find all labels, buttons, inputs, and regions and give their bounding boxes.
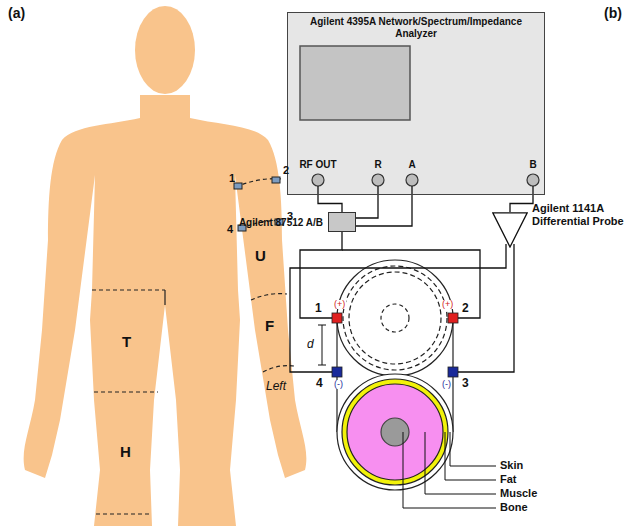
dimension-line	[318, 365, 326, 366]
current-electrode	[448, 313, 458, 323]
body-silhouette	[135, 6, 195, 94]
leader-line	[403, 432, 496, 508]
electrode-number: 4	[227, 224, 233, 235]
electrode-wire	[290, 244, 506, 372]
side-note: Left	[266, 380, 286, 392]
polarity-mark: (+)	[333, 300, 346, 309]
segment-name: H	[120, 444, 131, 459]
cable	[317, 186, 318, 195]
cable	[532, 186, 533, 195]
skin-electrode	[272, 177, 280, 183]
port-connector	[312, 174, 539, 186]
electrode-number: 3	[287, 211, 293, 222]
dimension-line	[318, 325, 326, 326]
skin-electrode	[234, 183, 242, 189]
arm-cross-section-upper	[343, 266, 447, 370]
segment-boundary	[251, 294, 287, 300]
port-name: RF OUT	[299, 160, 336, 170]
segment-boundary	[94, 391, 158, 392]
port-name: A	[408, 160, 415, 170]
arm-cross-section-lower	[342, 379, 448, 485]
electrode-number: 3	[462, 377, 469, 389]
panel-letter: (b)	[604, 6, 622, 20]
dimension-line	[318, 325, 326, 365]
leader-line	[425, 432, 496, 494]
differential-probe: Agilent 1141A Differential Probe	[492, 212, 528, 248]
polarity-mark: (+)	[441, 300, 454, 309]
analyzer-body	[287, 12, 545, 195]
port-name: R	[374, 160, 381, 170]
leader-line	[450, 432, 496, 466]
port-connector	[372, 174, 384, 186]
electrode-number: 1	[315, 302, 322, 314]
analyzer-body	[300, 46, 410, 120]
tissue-label: Muscle	[500, 488, 537, 499]
port-connector	[312, 174, 324, 186]
polarity-mark: (-)	[333, 380, 344, 389]
body-silhouette	[24, 6, 307, 526]
electrode-number: 4	[316, 377, 323, 389]
voltage-electrode	[332, 367, 342, 377]
amplifier-triangle	[493, 213, 527, 247]
signal-cable	[510, 195, 533, 212]
analyzer-body	[287, 12, 545, 195]
current-electrode	[332, 313, 458, 323]
arm-cross-section-lower	[337, 374, 453, 490]
leader-line	[445, 432, 496, 480]
amplifier-triangle	[492, 212, 528, 248]
tissue-label: Skin	[500, 460, 523, 471]
cable	[356, 186, 378, 218]
port-connector	[527, 174, 539, 186]
cable	[356, 186, 412, 226]
device-label: Agilent 87512 A/B	[239, 217, 323, 229]
current-electrode	[332, 313, 342, 323]
body-silhouette	[24, 95, 307, 526]
power-splitter: Agilent 87512 A/B	[328, 212, 356, 232]
port-connector	[406, 174, 418, 186]
device-label: Agilent 1141A Differential Probe	[532, 202, 626, 228]
leader-line	[403, 432, 496, 508]
arm-cross-section-upper	[337, 260, 453, 376]
arm-cross-section-lower	[381, 418, 409, 446]
segment-name: T	[122, 334, 131, 349]
dimension-line	[322, 325, 323, 365]
segment-name: U	[255, 248, 266, 263]
tissue-label: Fat	[500, 474, 517, 485]
port-name: B	[529, 160, 536, 170]
polarity-mark: (-)	[441, 380, 452, 389]
device-label: Agilent 4395A Network/Spectrum/Impedance…	[288, 13, 544, 40]
electrode-number: 1	[229, 173, 235, 184]
electrode-wire	[290, 232, 514, 372]
arm-cross-section-lower	[347, 384, 443, 480]
voltage-electrode	[448, 367, 458, 377]
arm-cross-section-upper	[381, 304, 409, 332]
segment-boundary	[96, 513, 152, 514]
dimension-label: d	[307, 338, 314, 350]
segment-boundary	[92, 289, 165, 290]
electrode-wire	[458, 244, 514, 372]
segment-boundary	[92, 179, 294, 514]
segment-boundary-solid	[164, 290, 165, 305]
arm-cross-section-upper	[349, 272, 441, 364]
panel-letter: (a)	[8, 6, 25, 20]
tissue-label: Bone	[500, 502, 528, 513]
electrode-number: 2	[283, 165, 289, 176]
arm-cross-section-lower	[337, 374, 453, 490]
signal-cable	[318, 195, 342, 212]
voltage-electrode	[332, 367, 458, 377]
electrode-wire	[342, 250, 480, 318]
segment-name: F	[265, 318, 274, 333]
segment-boundary-solid	[164, 290, 165, 305]
electrode-number: 2	[462, 302, 469, 314]
